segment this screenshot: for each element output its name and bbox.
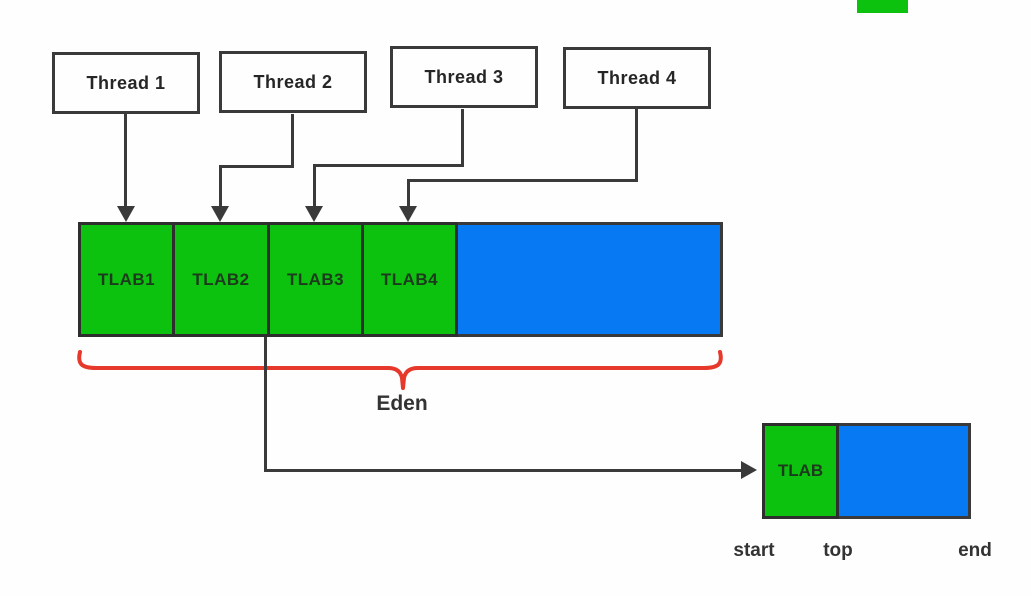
tlab4-cell: TLAB4	[361, 222, 458, 337]
eden-label: Eden	[376, 392, 428, 415]
start-marker-label: start	[733, 540, 775, 561]
thread-4-arrow-line	[635, 109, 638, 182]
tlab4-label: TLAB4	[380, 269, 439, 289]
thread-4-box: Thread 4	[563, 47, 711, 109]
thread-1-arrowhead-icon	[117, 206, 135, 222]
thread-2-arrowhead-icon	[211, 206, 229, 222]
thread-4-label: Thread 4	[597, 67, 677, 88]
end-marker-label: end	[958, 540, 992, 561]
thread-1-label: Thread 1	[86, 72, 166, 93]
thread-4-arrowhead-icon	[399, 206, 417, 222]
thread-4-arrow-line	[407, 179, 638, 182]
thread-1-arrow-line	[124, 114, 127, 208]
tlab-detail-used-cell: TLAB	[762, 423, 839, 519]
tlab3-label: TLAB3	[286, 269, 345, 289]
top-marker-label: top	[823, 540, 853, 561]
thread-2-arrow-line	[291, 114, 294, 168]
eden-brace	[77, 350, 723, 390]
tlab2-label: TLAB2	[192, 269, 250, 289]
thread-4-arrow-line	[407, 179, 410, 208]
tlab-detail-arrow-line	[264, 337, 267, 471]
thread-3-arrow-line	[313, 164, 316, 208]
thread-2-arrow-line	[219, 165, 222, 208]
tlab-detail-arrowhead-icon	[741, 461, 757, 479]
thread-2-arrow-line	[219, 165, 294, 168]
thread-3-arrow-line	[461, 109, 464, 167]
eden-brace-path	[77, 350, 723, 390]
thread-2-box: Thread 2	[219, 51, 367, 113]
thread-3-label: Thread 3	[424, 66, 504, 87]
thread-2-label: Thread 2	[253, 71, 333, 92]
thread-3-arrow-line	[313, 164, 464, 167]
tlab1-cell: TLAB1	[78, 222, 175, 337]
tlab3-cell: TLAB3	[267, 222, 364, 337]
thread-1-box: Thread 1	[52, 52, 200, 114]
thread-3-arrowhead-icon	[305, 206, 323, 222]
tlab2-cell: TLAB2	[172, 222, 270, 337]
tlab1-label: TLAB1	[97, 269, 156, 289]
tlab-detail-arrow-line	[264, 469, 742, 472]
screen-artifact	[857, 0, 908, 13]
thread-3-box: Thread 3	[390, 46, 538, 108]
tlab-detail-label: TLAB	[777, 461, 824, 480]
